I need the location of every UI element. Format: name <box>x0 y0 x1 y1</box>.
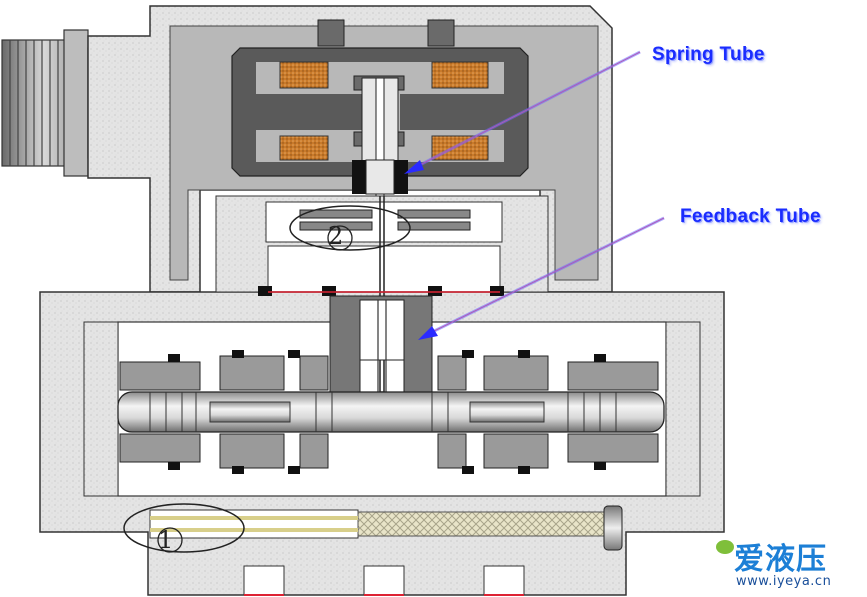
feedback-tube <box>329 295 433 405</box>
feedback-tube-label: Feedback Tube <box>680 206 821 227</box>
highlight-ellipse-2 <box>289 205 411 251</box>
interface-seals <box>258 286 504 296</box>
marker-circle-2 <box>327 225 353 251</box>
marker-1-label: 1 <box>158 526 174 554</box>
filter <box>149 505 623 551</box>
marker-circle-1 <box>157 527 183 553</box>
main-spool <box>117 391 665 433</box>
watermark-logo: 爱液压 www.iyeya.cn <box>716 534 862 594</box>
sleeve-seals <box>168 350 606 474</box>
spring-tube-arrow <box>404 50 641 174</box>
marker-2-label: 2 <box>328 222 344 250</box>
cap-screw-left <box>317 19 345 47</box>
cap-screw-right <box>427 19 455 47</box>
wechat-icon <box>716 540 734 554</box>
watermark-url: www.iyeya.cn <box>736 574 832 589</box>
feedback-tube-arrow <box>418 216 665 340</box>
sleeve-lands <box>119 355 659 469</box>
watermark-text: 爱液压 <box>734 542 827 577</box>
highlight-ellipse-1 <box>123 503 245 553</box>
spring-tube-label: Spring Tube <box>652 44 765 65</box>
base-ports <box>243 565 525 596</box>
spring-tube <box>352 77 408 199</box>
